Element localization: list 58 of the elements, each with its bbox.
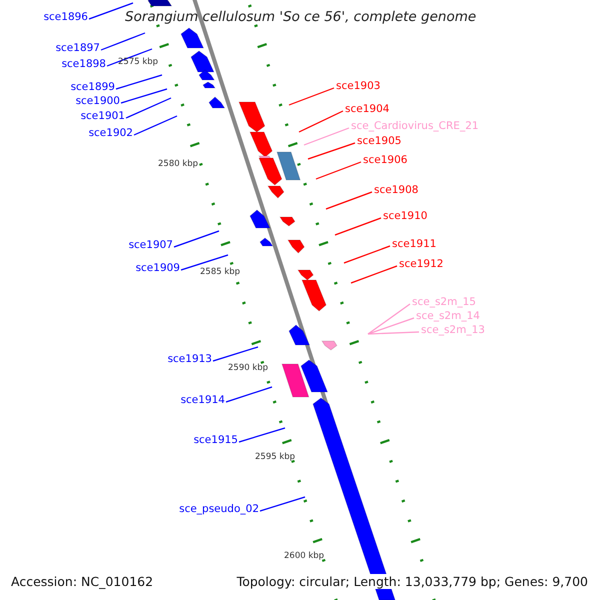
gene-label: sce1903 [336,80,380,93]
gene-label: sce1901 [80,110,125,123]
gene-label: sce1912 [399,258,444,271]
gene-label: sce_pseudo_02 [179,503,259,516]
gene-label: sce_s2m_13 [421,324,485,337]
gene-label: sce1896 [44,11,88,24]
scale-label: 2590 kbp [228,363,268,374]
gene-label: sce1909 [136,262,180,275]
leader-line [260,496,306,512]
leader-line [304,127,350,146]
leader-line [308,142,356,160]
leader-line [116,74,162,90]
leader-line [238,427,286,443]
leader-line [100,32,146,51]
gene-label: sce1914 [180,394,225,407]
gene-label: sce_Cardiovirus_CRE_21 [351,120,479,133]
leader-line [334,217,382,236]
leader-line [368,317,414,335]
scale-label: 2595 kbp [255,452,296,463]
gene-label: sce1911 [392,238,436,251]
leader-line [126,97,172,119]
leader-line [226,386,272,403]
leader-line [368,304,410,334]
leader-line [174,230,220,248]
gene-label: sce1902 [88,127,133,140]
scale-label: 2600 kbp [284,551,324,562]
scale-label: 2580 kbp [158,159,198,170]
gene-label: sce1908 [374,184,418,197]
scale-label: 2585 kbp [200,267,240,278]
leader-line [212,346,258,362]
gene-label: sce1904 [345,103,390,116]
leader-line [134,115,178,136]
leader-line [316,161,362,180]
gene-label: sce_s2m_15 [412,296,476,309]
leader-line [120,88,168,104]
leader-line [88,2,134,20]
gene-label: sce1897 [56,42,100,55]
leader-line [350,265,398,284]
footer-text: Topology: circular; Length: 13,033,779 bp; Genes: 9,700 [234,574,590,589]
gene-label: sce1898 [62,58,106,71]
gene-label: sce1910 [383,210,428,223]
leader-line [288,87,334,106]
leader-line [368,331,420,335]
gene-label: sce1913 [168,353,212,366]
scale-label: 2575 kbp [118,57,158,68]
gene-label: sce1906 [363,154,408,167]
leader-line [180,254,228,271]
gene-label: sce1907 [128,239,173,252]
gene-label: sce1905 [357,135,402,148]
gene-label: sce1915 [194,434,238,447]
title: Sorangium cellulosum 'So ce 56', complete genome [125,9,476,25]
leader-line [298,110,344,133]
leader-line [106,48,152,67]
leader-line [326,191,372,210]
gene-label: sce1900 [76,95,120,108]
leader-line [344,245,390,264]
gene-label: sce1899 [70,81,115,94]
gene-label: sce_s2m_14 [416,310,480,323]
